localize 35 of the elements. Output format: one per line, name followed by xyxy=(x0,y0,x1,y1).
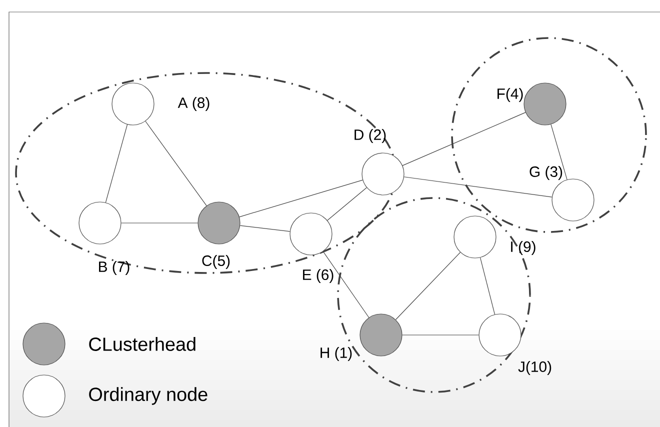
node-label: H (1) xyxy=(320,347,352,361)
node-label: D (2) xyxy=(354,129,386,143)
link-line xyxy=(402,334,479,336)
legend-label: CLusterhead xyxy=(89,337,196,351)
node-circle xyxy=(362,152,404,196)
link-line xyxy=(404,176,552,198)
node-circle xyxy=(524,82,566,126)
node-circle xyxy=(478,314,522,356)
node-label: I (9) xyxy=(511,241,536,255)
link-line xyxy=(121,222,198,224)
node-circle xyxy=(552,178,594,222)
node-label: J(10) xyxy=(518,361,552,375)
link-line xyxy=(239,180,363,218)
legend-label: Ordinary node xyxy=(89,387,208,405)
node-label: E (6) xyxy=(303,269,334,283)
link-line xyxy=(145,120,207,206)
node-circle xyxy=(198,202,240,244)
link-line xyxy=(240,225,290,232)
node-label: G (3) xyxy=(530,166,562,180)
node-label: A (8) xyxy=(178,97,210,111)
node-circle xyxy=(112,82,154,126)
node-label: B (7) xyxy=(99,261,130,275)
node-circle xyxy=(454,216,496,258)
link-line xyxy=(550,124,568,180)
link-line xyxy=(105,124,128,203)
link-line xyxy=(322,251,370,318)
node-circle xyxy=(78,202,122,244)
node-label: C(5) xyxy=(202,255,230,269)
link-line xyxy=(395,252,461,320)
node-label: F(4) xyxy=(498,88,523,102)
node-circle xyxy=(290,212,332,256)
node-circle xyxy=(360,314,402,356)
link-line xyxy=(327,187,367,221)
link-line xyxy=(480,257,496,315)
link-line xyxy=(402,112,526,166)
